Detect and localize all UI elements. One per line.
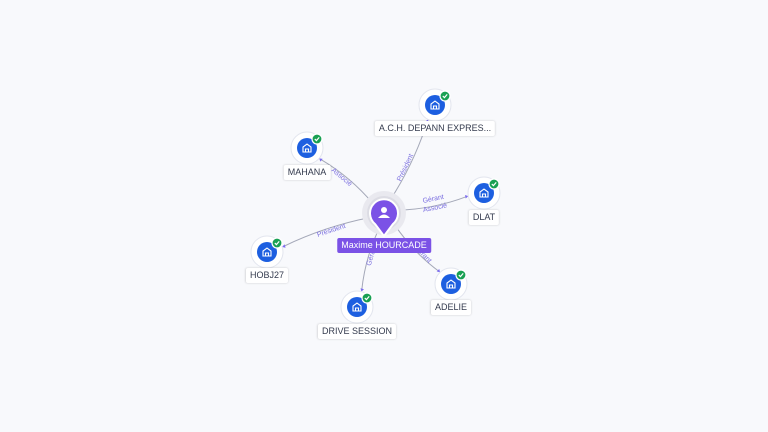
edge-label-dlat-1: Associé [422, 202, 448, 214]
company-node-ach[interactable] [418, 88, 452, 122]
node-label-adelie[interactable]: ADELIE [430, 300, 472, 315]
node-core [297, 138, 317, 158]
edge-arrow-drive [360, 288, 364, 292]
center-node[interactable] [362, 191, 406, 238]
edge-label-dlat-0: Gérant [422, 194, 444, 205]
node-label-hobj27[interactable]: HOBJ27 [245, 268, 289, 283]
node-core [474, 183, 494, 203]
edge-arrow-dlat [465, 194, 469, 199]
nodes-layer [250, 88, 501, 324]
node-label-mahana[interactable]: MAHANA [283, 165, 331, 180]
verified-check-icon [455, 269, 467, 281]
node-label-ach[interactable]: A.C.H. DEPANN EXPRES... [374, 121, 496, 136]
verified-check-icon [488, 178, 500, 190]
edge-arrow-hobj27 [282, 244, 286, 248]
company-node-drive[interactable] [340, 290, 374, 324]
verified-check-icon [271, 237, 283, 249]
edge-arrow-mahana [319, 158, 323, 162]
company-node-dlat[interactable] [467, 176, 501, 210]
edge-label-hobj27-0: Président [316, 223, 346, 239]
building-icon [479, 188, 489, 198]
node-core [347, 297, 367, 317]
node-core [257, 242, 277, 262]
person-icon [378, 207, 390, 218]
edge-label-mahana-0: Associé [330, 167, 353, 188]
verified-check-icon [311, 133, 323, 145]
node-core [425, 95, 445, 115]
verified-check-icon [439, 90, 451, 102]
building-icon [262, 247, 272, 257]
building-icon [302, 143, 312, 153]
building-icon [430, 100, 440, 110]
company-node-adelie[interactable] [434, 267, 468, 301]
edge-label-ach-0: Président [396, 153, 415, 183]
verified-check-icon [361, 292, 373, 304]
node-label-dlat[interactable]: DLAT [468, 210, 500, 225]
building-icon [352, 302, 362, 312]
company-node-mahana[interactable] [290, 131, 324, 165]
building-icon [446, 279, 456, 289]
node-label-drive[interactable]: DRIVE SESSION [317, 324, 397, 339]
node-core [441, 274, 461, 294]
edge-hobj27 [282, 216, 371, 248]
center-node-label[interactable]: Maxime HOURCADE [337, 238, 431, 253]
edge-arrow-adelie [436, 268, 441, 273]
company-node-hobj27[interactable] [250, 235, 284, 269]
